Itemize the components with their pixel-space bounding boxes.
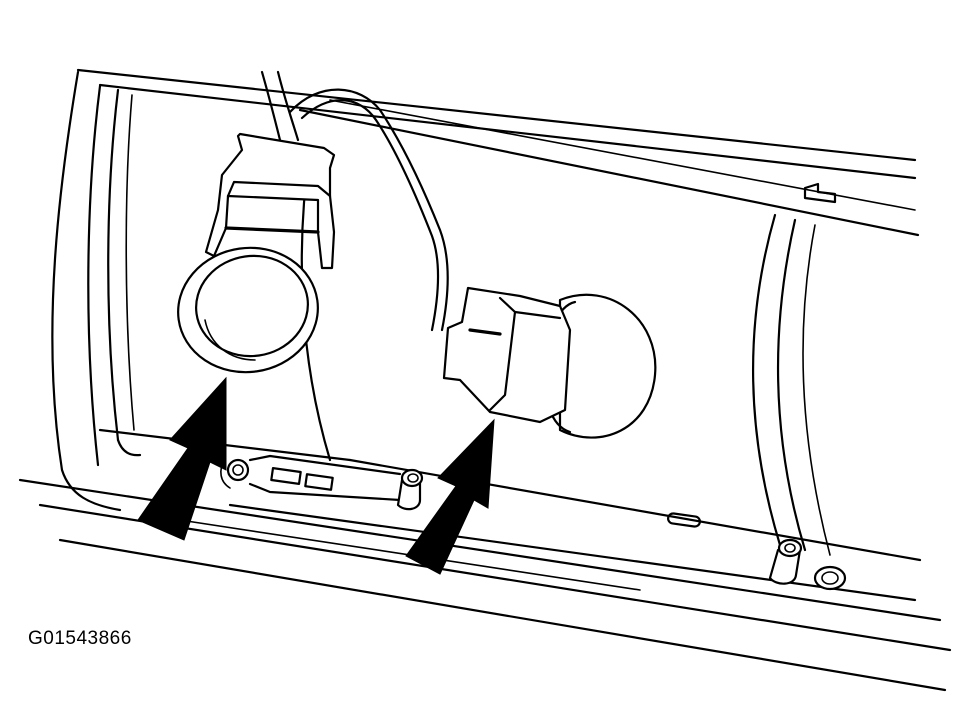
mounting-hardware bbox=[220, 454, 847, 591]
left-arrow-icon bbox=[137, 376, 227, 541]
wiring-harness bbox=[260, 70, 449, 332]
figure-id-label: G01543866 bbox=[28, 628, 132, 649]
indicator-arrows bbox=[137, 376, 495, 575]
right-bulb-socket bbox=[442, 286, 657, 439]
left-bulb-socket bbox=[177, 132, 336, 374]
right-arrow-icon bbox=[405, 418, 495, 575]
